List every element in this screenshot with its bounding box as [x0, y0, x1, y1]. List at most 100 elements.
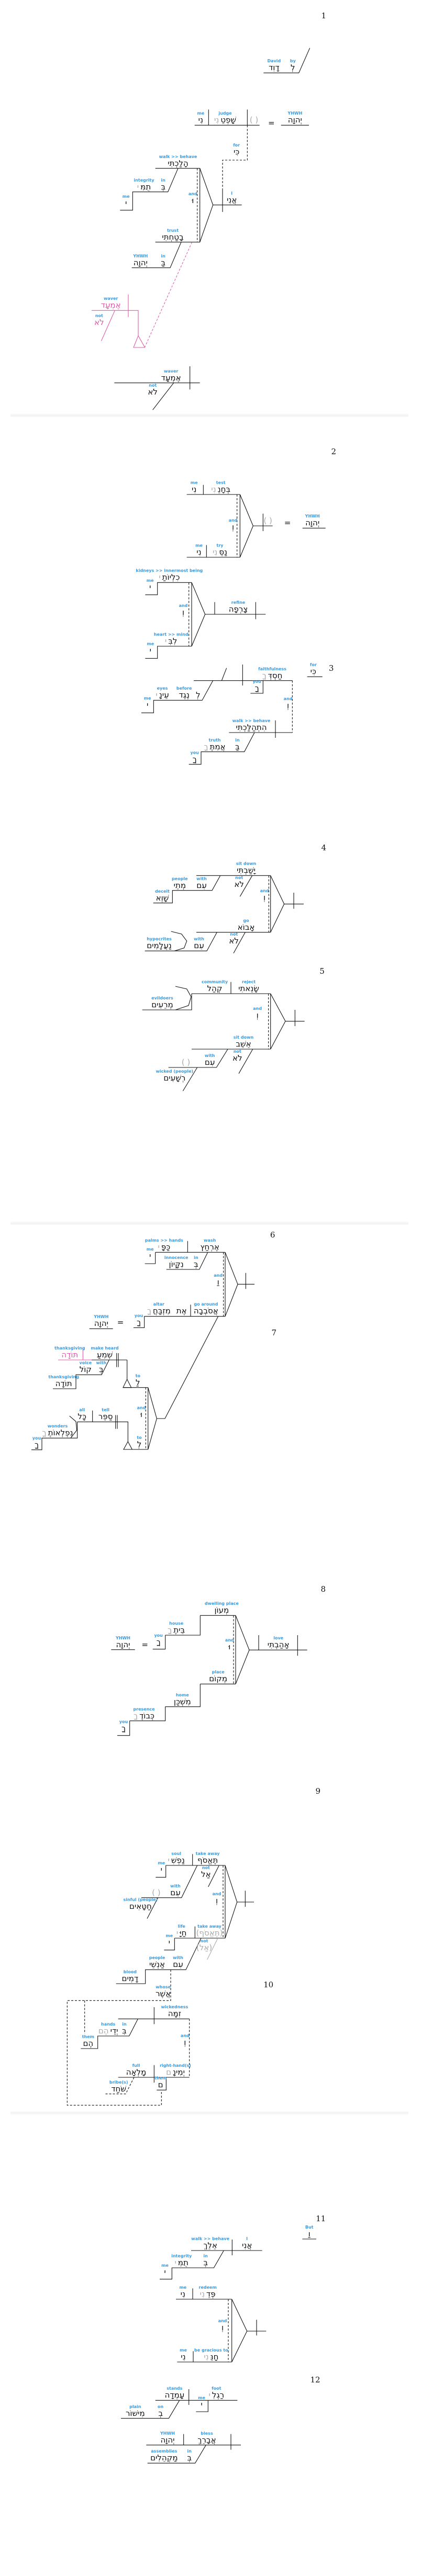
diagram-line — [233, 932, 246, 953]
english-gloss: kidneys >> innermost being — [136, 568, 203, 573]
english-gloss: in — [235, 737, 240, 743]
hebrew-text: בַּ — [235, 741, 240, 751]
hebrew-text: אֵשֵׁב — [236, 1039, 251, 1049]
hebrew-text: וַ — [308, 2229, 311, 2238]
english-gloss: walk >> behave — [159, 154, 197, 159]
diagram-word: bribe(s)שֹּׁחַד — [109, 2080, 128, 2094]
implied-suffix: י — [208, 2390, 211, 2400]
hebrew-text: מְתֵי — [173, 880, 186, 890]
hebrew-word: חַטָּאִים — [123, 1903, 158, 1910]
hebrew-text: י — [168, 1937, 171, 1947]
english-gloss: not — [230, 932, 238, 937]
verse-number: 11 — [316, 2214, 326, 2223]
hebrew-text: יְמִינָ — [173, 2067, 185, 2077]
english-gloss: try — [216, 543, 224, 548]
diagram-line — [81, 2019, 138, 2049]
hebrew-text: ךָ — [121, 1724, 126, 1734]
english-gloss: not — [235, 875, 243, 880]
hebrew-word: נִי — [179, 2290, 186, 2298]
english-gloss: for — [233, 143, 240, 148]
hebrew-word: עִם — [170, 1888, 181, 1897]
hebrew-text: ם — [158, 2080, 163, 2090]
hebrew-word: לֹא — [234, 881, 244, 888]
diagram-line — [164, 1938, 175, 1951]
implied-suffix: י — [156, 690, 158, 700]
diagram-line — [225, 1865, 238, 1939]
hebrew-text: ךָ — [254, 683, 259, 693]
hebrew-word: עִם — [205, 1059, 215, 1066]
diagram-line — [196, 2400, 208, 2412]
hebrew-word: עִם — [196, 881, 207, 890]
hebrew-word: י — [161, 2268, 169, 2276]
hebrew-text: ( ) — [181, 1058, 191, 1067]
english-gloss: all — [79, 1408, 85, 1413]
english-gloss: not — [200, 1938, 208, 1943]
implied-suffix: ם — [166, 2067, 172, 2077]
hebrew-word: עִם — [194, 942, 204, 950]
diagram-line — [116, 1938, 202, 1984]
diagram-word: = — [117, 1318, 124, 1328]
hebrew-word: בִּ — [122, 2027, 127, 2035]
hebrew-text: י — [149, 1251, 151, 1261]
hebrew-word: לַ — [136, 1378, 140, 1387]
english-gloss: judge — [218, 111, 232, 116]
hebrew-word: נַסֵּנִי — [213, 548, 227, 556]
english-gloss: innocence — [164, 1255, 189, 1260]
diagram-line — [120, 168, 179, 211]
hebrew-word: בֵּיתֶךָ — [168, 1626, 185, 1634]
diagram-word: = — [284, 519, 291, 528]
english-gloss: full — [132, 2063, 140, 2068]
hebrew-word: בְּ — [96, 1366, 107, 1374]
hebrew-word: מְרֵעִים — [151, 1001, 173, 1009]
hebrew-word: בַּ — [161, 258, 165, 267]
english-gloss: truth — [208, 737, 221, 743]
diagram-line — [165, 1615, 201, 1636]
english-gloss: right-hand(s) — [160, 2063, 191, 2068]
hebrew-word: ( ) — [182, 1059, 190, 1066]
hebrew-text: נִי — [191, 485, 197, 494]
hebrew-text: אֶרְחַץ — [200, 1242, 219, 1252]
diagram-word: right-hand(s)יְמִינָם — [160, 2064, 191, 2077]
hebrew-text: בֵּיתֶ — [173, 1625, 185, 1635]
verse-number: 9 — [315, 1786, 321, 1796]
hebrew-text: עִם — [173, 1960, 183, 1970]
english-gloss: YHWH — [94, 1314, 109, 1320]
hebrew-text: אֶמְעָד — [161, 373, 181, 383]
english-gloss: I — [246, 2236, 248, 2241]
section-divider — [10, 413, 408, 418]
english-gloss: YHWH — [133, 253, 148, 258]
hebrew-word: י — [198, 2401, 205, 2409]
english-gloss: you — [134, 1313, 143, 1319]
diagram-word: sinful (people)חַטָּאִים — [123, 1898, 158, 1911]
english-gloss: and — [253, 1006, 262, 1011]
diagram-line — [157, 1316, 219, 1419]
diagram-line — [175, 986, 192, 1010]
english-gloss: redeem — [198, 2285, 217, 2290]
english-gloss: heart >> mind — [153, 632, 189, 637]
hebrew-text: י — [149, 582, 151, 592]
english-gloss: them — [154, 2076, 167, 2081]
english-gloss: YHWH — [287, 111, 303, 116]
diagram-line — [133, 335, 146, 348]
english-gloss: life — [178, 1924, 185, 1929]
hebrew-word: לֹא — [232, 1054, 242, 1062]
hebrew-word: בְּ — [203, 2259, 208, 2267]
english-gloss: bribe(s) — [109, 2079, 128, 2085]
verse-number: 6 — [270, 1230, 275, 1240]
